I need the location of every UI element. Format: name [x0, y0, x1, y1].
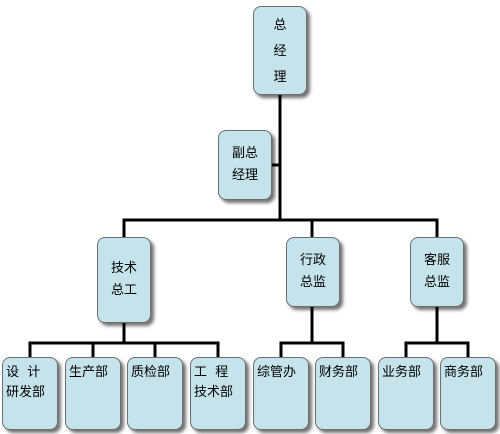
- node-commerce: 商务部: [440, 357, 496, 430]
- label-line: 经: [273, 44, 287, 59]
- label-line: 总监: [423, 275, 450, 290]
- node-deputy-general-manager: 副总 经理: [218, 130, 272, 200]
- node-technical-chief: 技术 总工: [97, 237, 151, 323]
- label-line: 技术: [110, 261, 137, 276]
- label-line: 总: [273, 18, 287, 33]
- label-line: 质检部: [131, 365, 171, 380]
- label-line: 客服: [423, 253, 450, 268]
- label-line: 财务部: [319, 365, 359, 380]
- node-customer-service-director: 客服 总监: [410, 237, 464, 307]
- node-finance: 财务部: [315, 357, 371, 430]
- label-line: 研发部: [6, 385, 46, 400]
- label-line: 业务部: [382, 365, 422, 380]
- label-line: 技术部: [194, 385, 234, 400]
- label-line: 总工: [110, 283, 137, 298]
- node-general-office: 综管办: [253, 357, 309, 430]
- node-quality-inspection: 质检部: [127, 357, 183, 430]
- label-line: 总监: [299, 275, 326, 290]
- label-line: 经理: [231, 168, 258, 183]
- label-line: 生产部: [69, 365, 109, 380]
- label-line: 工 程: [194, 365, 229, 380]
- label-line: 综管办: [257, 365, 297, 380]
- label-line: 设 计: [6, 365, 41, 380]
- node-general-manager: 总 经 理: [253, 6, 307, 95]
- node-production: 生产部: [65, 357, 121, 430]
- node-admin-director: 行政 总监: [286, 237, 340, 307]
- label-line: 商务部: [444, 365, 484, 380]
- label-line: 行政: [299, 253, 326, 268]
- node-business: 业务部: [378, 357, 434, 430]
- label-line: 理: [273, 70, 287, 85]
- label-line: 副总: [231, 146, 258, 161]
- node-engineering-tech: 工 程 技术部: [190, 357, 246, 430]
- node-design-rd: 设 计 研发部: [2, 357, 58, 430]
